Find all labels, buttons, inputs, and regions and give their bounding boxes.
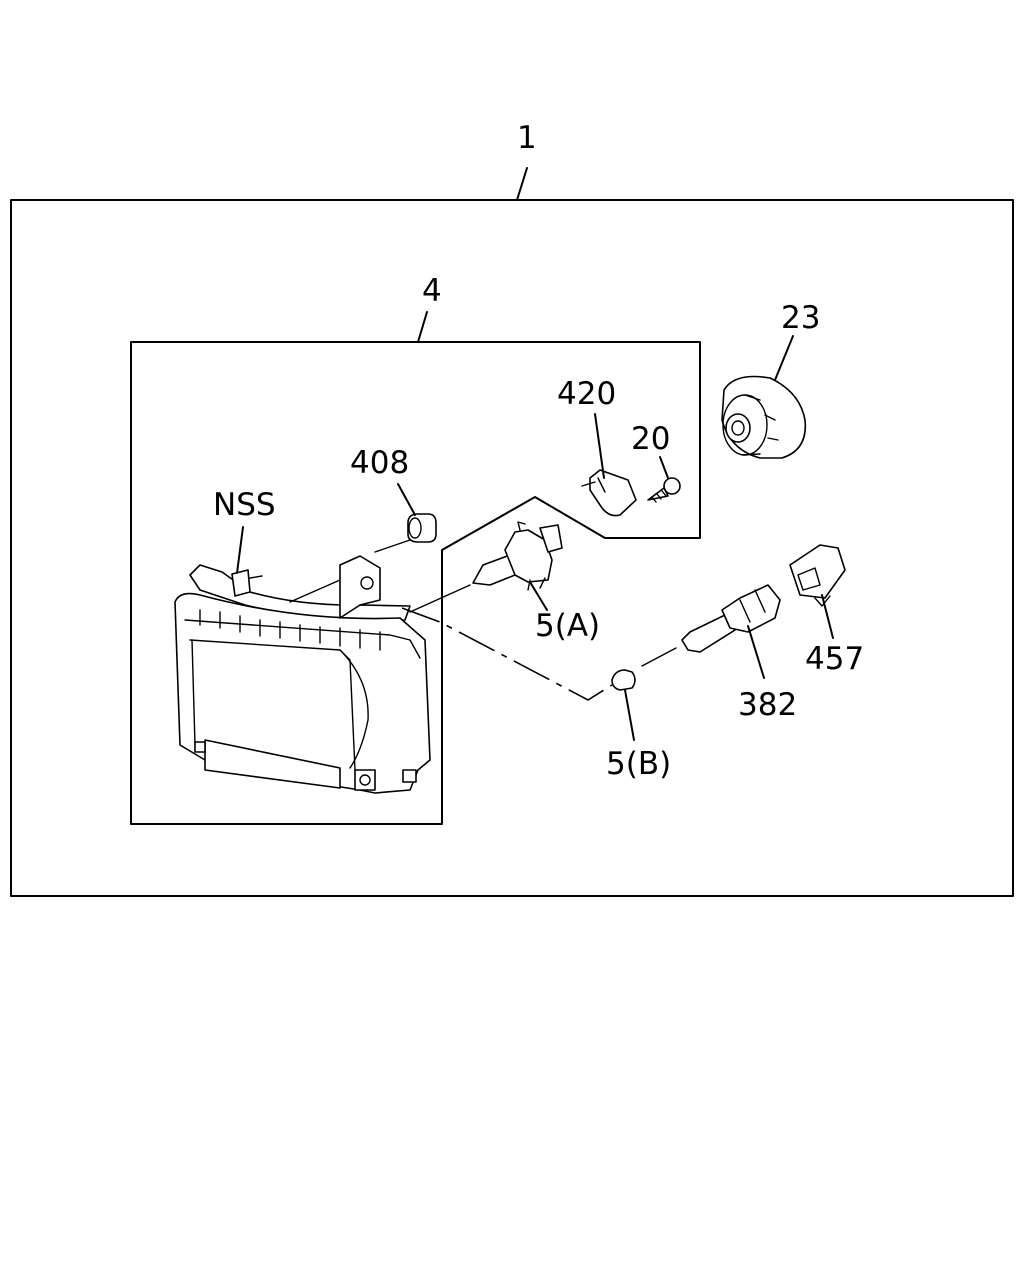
bulb-b [611,669,636,691]
leader-headlamp [236,526,244,574]
callout-20: 20 [631,421,670,457]
leader-bulb-b [624,689,635,741]
assembly-line-bulb-a [409,584,471,613]
callout-sub-assembly: 4 [422,273,442,309]
leader-23 [774,335,794,381]
callout-420: 420 [557,376,616,412]
callout-23: 23 [781,300,820,336]
part-20 [647,477,681,503]
leader-408 [397,483,416,516]
part-382 [681,584,781,653]
part-457 [789,544,846,607]
leader-457 [821,594,834,639]
part-420 [581,469,637,517]
assembly-line-bulb-b [401,607,613,701]
callout-382: 382 [738,687,797,723]
leader-bulb-a [529,581,548,611]
assembly-line-bulb-b-socket [641,647,677,667]
callout-headlamp: NSS [213,487,276,523]
leader-420 [594,413,605,479]
headlamp-unit [174,555,431,794]
leader-sub-assembly [417,311,428,343]
assembly-line-408 [374,539,411,553]
sub-assembly-frame [130,341,701,825]
callout-assembly: 1 [517,120,537,156]
part-23 [721,375,807,459]
leader-20 [659,456,669,479]
leader-382 [747,625,765,679]
part-408 [407,513,437,543]
callout-408: 408 [350,445,409,481]
callout-bulb-a: 5(A) [535,608,600,644]
callout-bulb-b: 5(B) [606,746,671,782]
assembly-frame [10,199,1014,897]
bulb-a [472,521,563,591]
callout-457: 457 [805,641,864,677]
leader-assembly [516,167,528,201]
assembly-line-lamp [289,579,341,603]
